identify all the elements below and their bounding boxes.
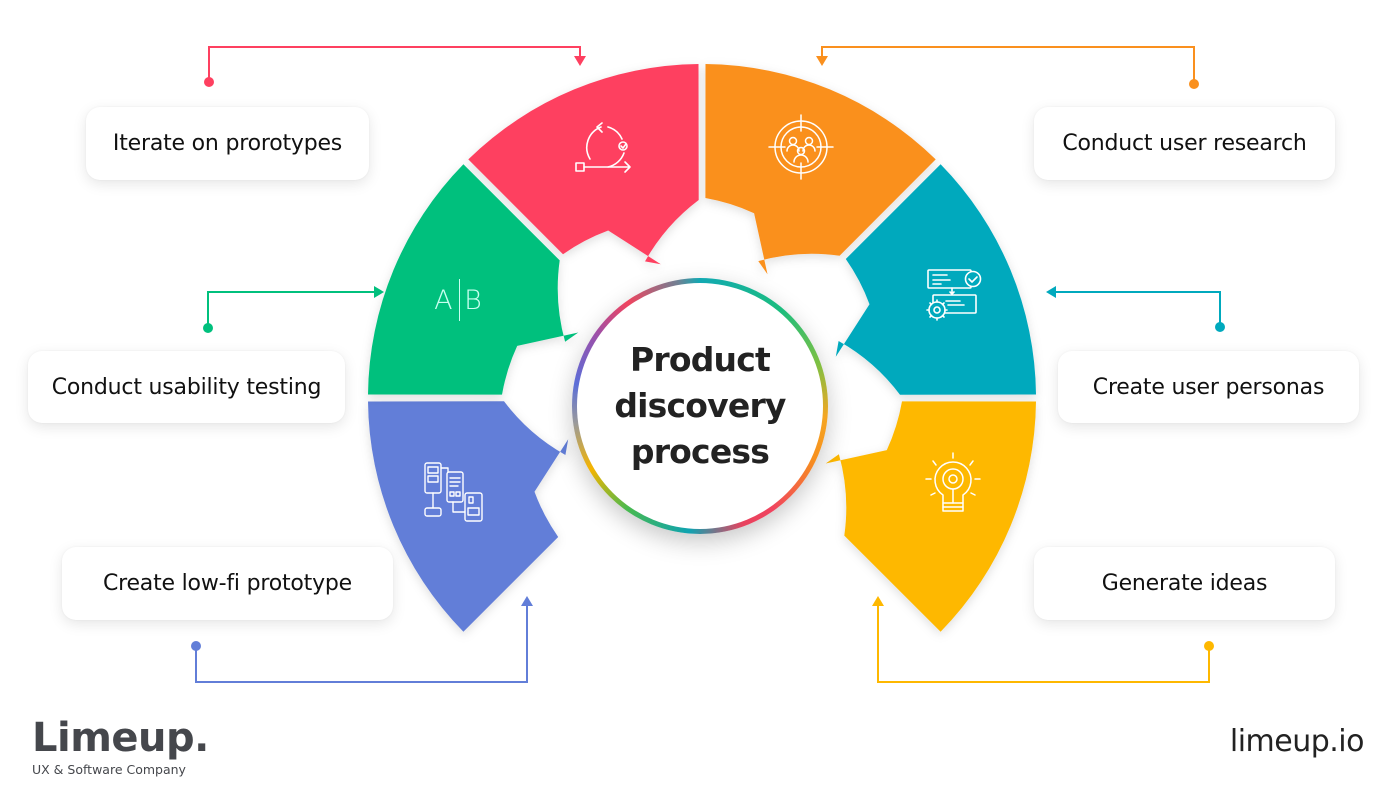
- site-url[interactable]: limeup.io: [1229, 724, 1365, 759]
- step-box-iterate[interactable]: Iterate on prorotypes: [86, 107, 369, 180]
- connector-line-iterate: [208, 46, 581, 82]
- step-box-research[interactable]: Conduct user research: [1034, 107, 1335, 180]
- iteration-cycle-icon: [575, 122, 631, 173]
- segment-ideas[interactable]: [825, 401, 1036, 632]
- lightbulb-gear-icon: [925, 452, 981, 512]
- step-label-ideas: Generate ideas: [1101, 571, 1268, 596]
- step-box-ideas[interactable]: Generate ideas: [1034, 547, 1335, 620]
- persona-flow-gear-icon: [926, 269, 982, 321]
- connector-dot-ideas: [1204, 641, 1214, 651]
- connector-line-research: [821, 46, 1195, 84]
- connector-line-ideas: [877, 602, 1210, 683]
- connector-arrow-icon-ideas: [872, 596, 884, 606]
- wireframe-flow-icon: [424, 462, 483, 522]
- center-title-line-1: Product: [630, 340, 771, 379]
- segment-lowfi[interactable]: [368, 401, 569, 632]
- center-title-line-3: process: [630, 432, 770, 471]
- limeup-logo[interactable]: Limeup. UX & Software Company: [32, 716, 209, 778]
- connector-arrow-icon-lowfi: [521, 596, 533, 606]
- step-box-personas[interactable]: Create user personas: [1058, 351, 1359, 423]
- center-title-line-2: discovery: [614, 386, 786, 425]
- step-box-usability[interactable]: Conduct usability testing: [28, 351, 345, 423]
- center-gradient-ring: Product discovery process: [572, 278, 828, 534]
- connectors: [191, 46, 1225, 683]
- connector-dot-iterate: [204, 77, 214, 87]
- connector-dot-research: [1189, 79, 1199, 89]
- step-box-lowfi[interactable]: Create low-fi prototype: [62, 547, 393, 620]
- step-label-iterate: Iterate on prorotypes: [112, 131, 343, 156]
- ab-icon-b: B: [464, 284, 484, 316]
- target-users-icon: [768, 114, 834, 180]
- segment-research[interactable]: [705, 64, 936, 275]
- connector-dot-personas: [1215, 322, 1225, 332]
- step-label-lowfi: Create low-fi prototype: [102, 571, 353, 596]
- logo-wordmark: Limeup.: [32, 715, 209, 761]
- connector-line-personas: [1052, 291, 1221, 327]
- segment-usability[interactable]: [368, 164, 579, 395]
- step-label-research: Conduct user research: [1062, 131, 1307, 156]
- connector-arrow-icon-iterate: [574, 56, 586, 66]
- connector-line-lowfi: [195, 602, 528, 683]
- connector-arrow-icon-usability: [374, 286, 384, 298]
- center-title: Product discovery process: [577, 283, 823, 529]
- connector-dot-usability: [203, 323, 213, 333]
- step-label-personas: Create user personas: [1092, 374, 1325, 400]
- ab-test-icon: A B: [431, 275, 487, 325]
- ab-icon-divider: [458, 279, 461, 321]
- connector-arrow-icon-research: [816, 56, 828, 66]
- step-label-usability: Conduct usability testing: [51, 374, 322, 400]
- connector-line-usability: [207, 291, 378, 328]
- connector-arrow-icon-personas: [1046, 286, 1056, 298]
- ab-icon-a: A: [434, 284, 455, 316]
- connector-dot-lowfi: [191, 641, 201, 651]
- segment-icons: [424, 114, 982, 522]
- logo-tagline: UX & Software Company: [32, 762, 186, 777]
